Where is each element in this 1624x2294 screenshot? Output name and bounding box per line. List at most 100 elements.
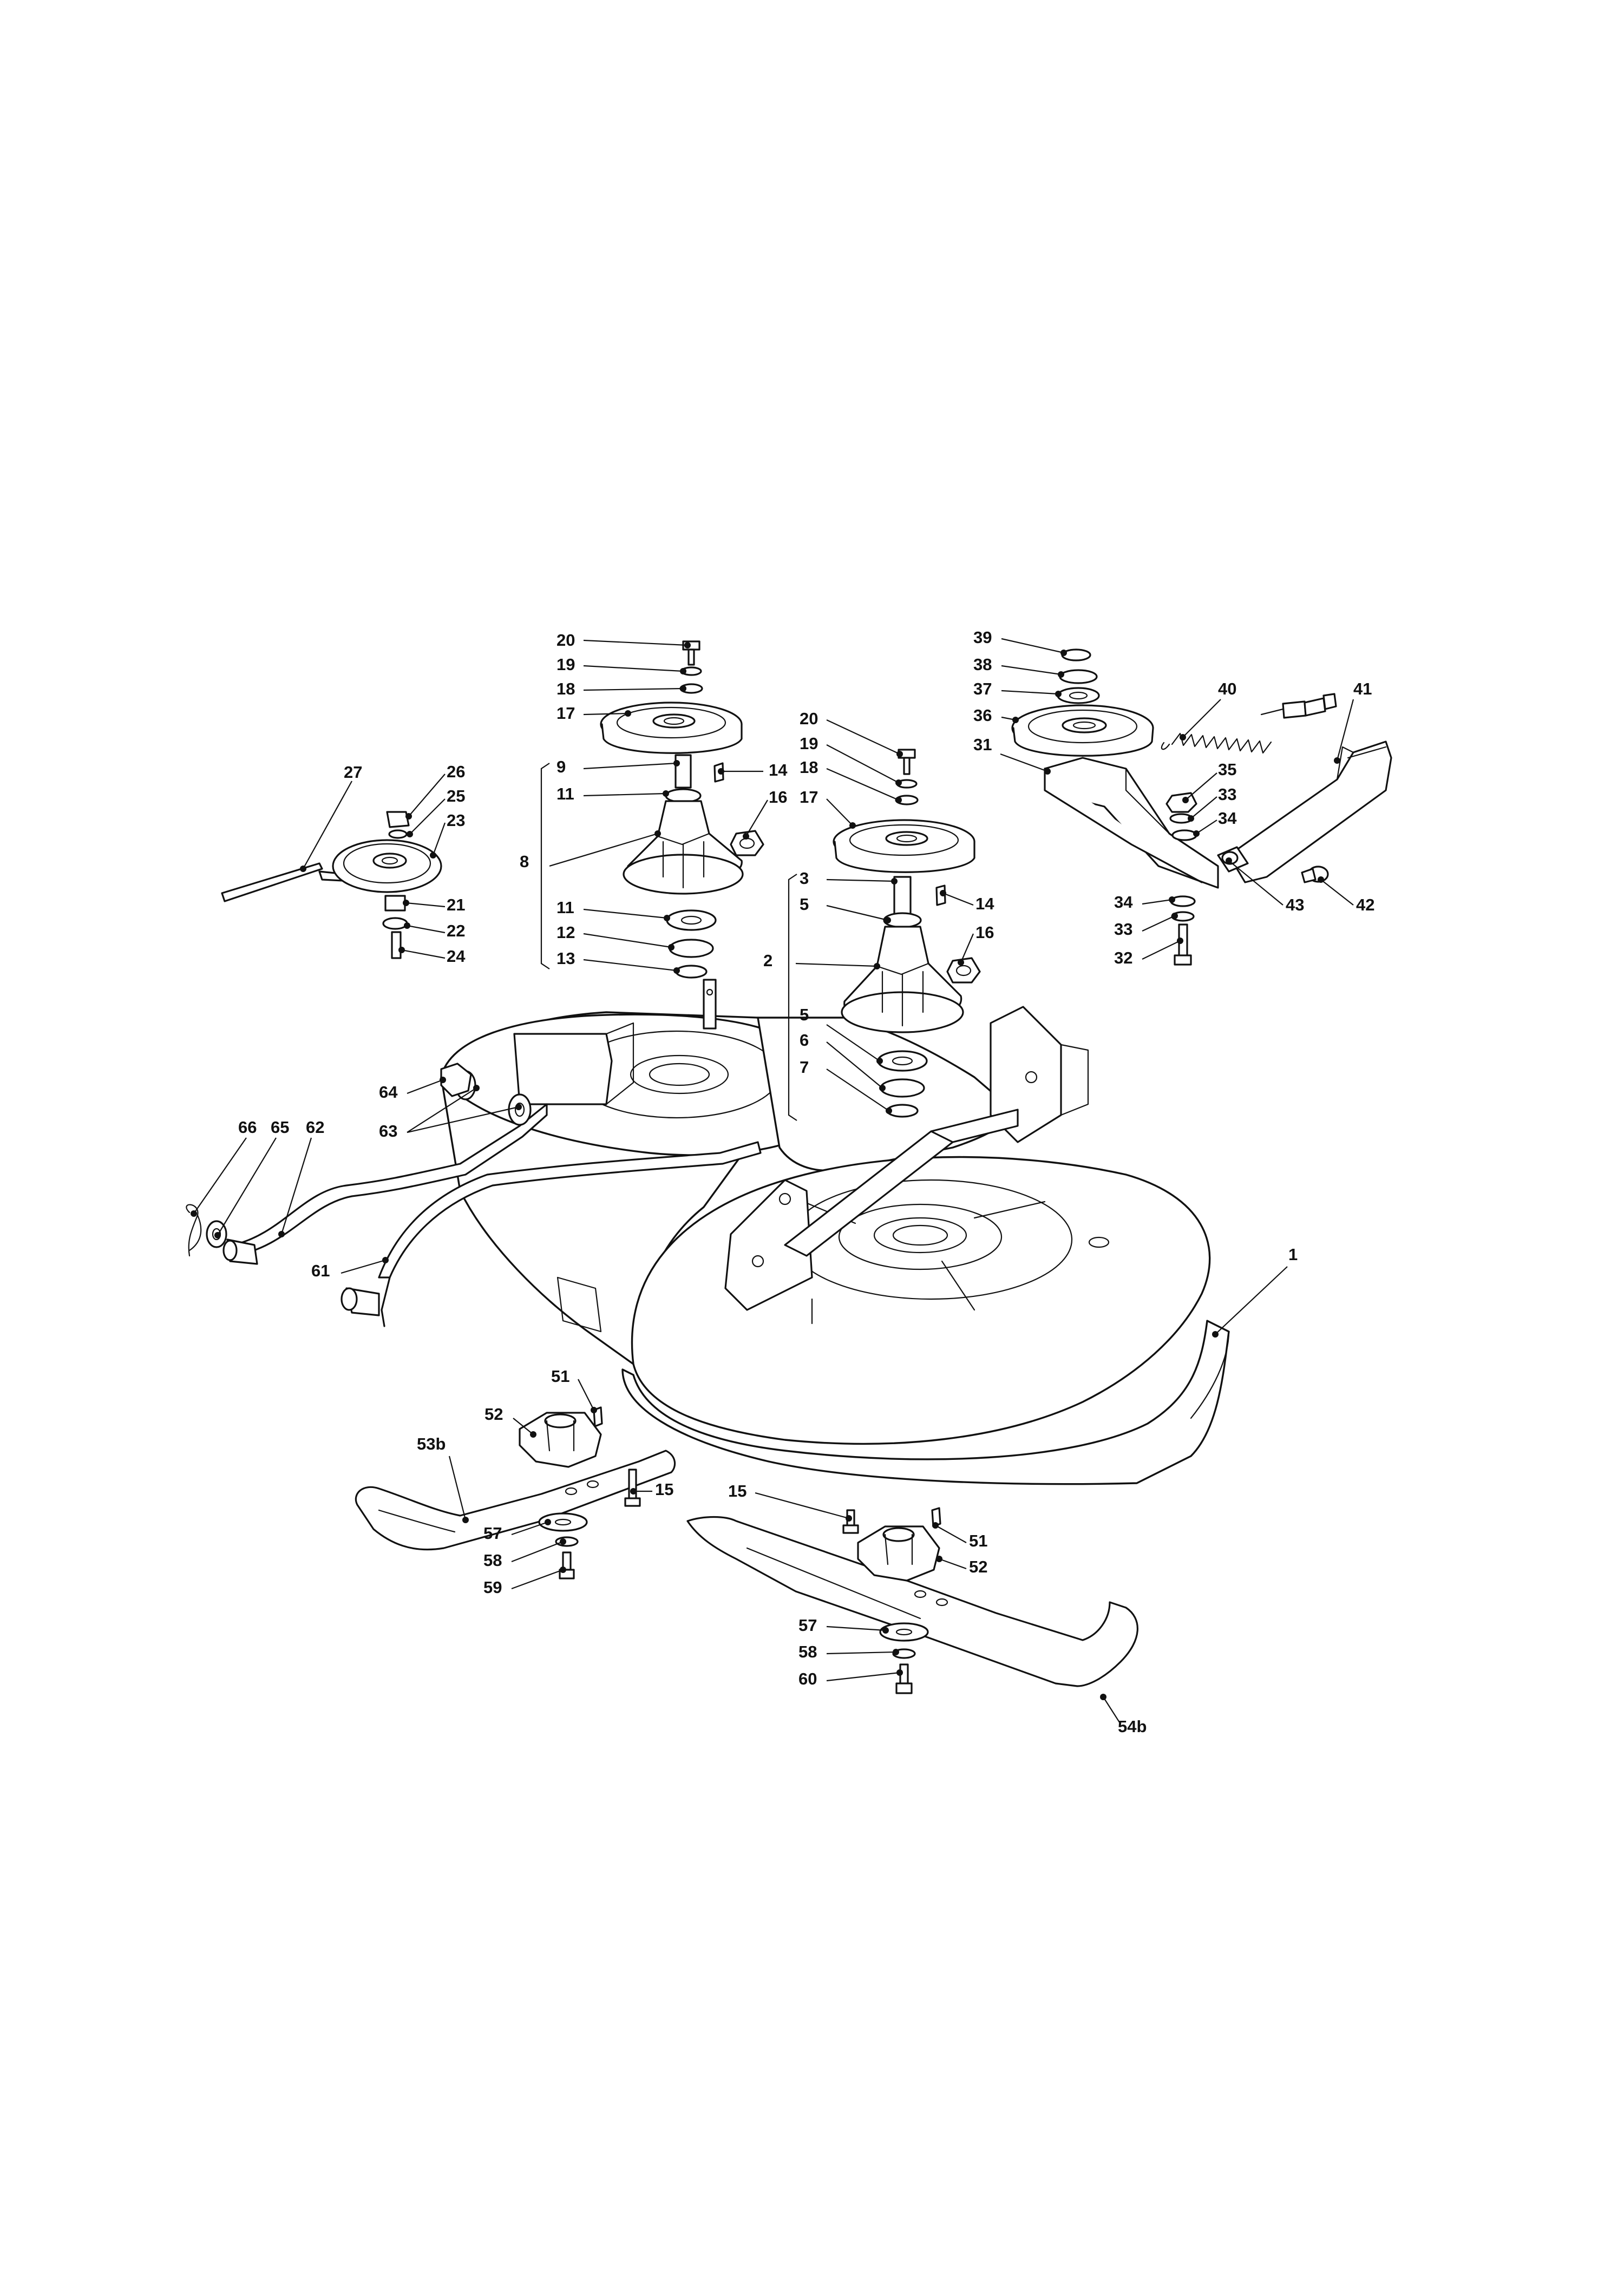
callout-leader-18 <box>826 768 899 801</box>
callout-dot-36 <box>1012 717 1019 723</box>
callout-dot-35 <box>1182 797 1189 803</box>
part-number-label: 37 <box>973 679 992 698</box>
callout-dot-11 <box>664 915 670 921</box>
callout-leader-18 <box>583 687 684 691</box>
callout-leader-31 <box>1000 753 1048 772</box>
callout-dot-5 <box>885 917 891 923</box>
part-number-label: 36 <box>973 706 992 725</box>
callout-leader-53b <box>448 1456 467 1520</box>
callout-dot-11 <box>663 790 669 797</box>
callout-leader-57 <box>826 1626 886 1631</box>
part-number-label: 54b <box>1118 1717 1147 1736</box>
callout-dot-22 <box>404 922 410 929</box>
part-number-label: 51 <box>969 1531 987 1550</box>
part-number-label: 51 <box>551 1367 569 1386</box>
callout-leader-3 <box>826 879 895 882</box>
callout-dot-14 <box>718 768 724 775</box>
part-number-label: 5 <box>800 1005 809 1024</box>
part-number-label: 2 <box>763 951 772 970</box>
group-bracket-8 <box>540 763 550 969</box>
callout-dot-62 <box>278 1231 285 1237</box>
part-number-label: 25 <box>447 786 465 805</box>
part-number-label: 8 <box>520 852 529 871</box>
callout-leader-22 <box>407 925 446 934</box>
callout-leader-8 <box>549 833 658 867</box>
callout-dot-21 <box>403 900 409 906</box>
callout-leader-66 <box>193 1137 247 1214</box>
part-number-label: 20 <box>800 709 818 728</box>
callout-leader-20 <box>583 639 688 646</box>
part-number-label: 9 <box>556 757 566 776</box>
callout-leader-52 <box>939 1558 967 1570</box>
part-number-label: 3 <box>800 869 809 888</box>
callout-dot-57 <box>882 1627 889 1634</box>
callout-dot-9 <box>673 760 680 766</box>
callout-dot-52 <box>530 1431 536 1438</box>
part-number-label: 15 <box>728 1482 746 1500</box>
part-number-label: 15 <box>655 1480 673 1499</box>
callout-dot-23 <box>430 852 436 858</box>
callout-dot-16 <box>958 959 964 966</box>
callout-dot-66 <box>191 1210 197 1217</box>
part-number-label: 42 <box>1356 895 1374 914</box>
part-number-label: 12 <box>556 923 575 942</box>
callout-leader-57 <box>511 1521 548 1536</box>
callout-leader-23 <box>432 822 446 856</box>
callout-dot-40 <box>1180 734 1186 740</box>
callout-leader-25 <box>409 798 446 835</box>
callout-leader-62 <box>280 1137 312 1235</box>
callout-dot-51 <box>932 1522 939 1529</box>
callout-dot-15 <box>630 1488 637 1495</box>
callout-dot-57 <box>545 1519 551 1525</box>
part-number-label: 33 <box>1114 920 1132 939</box>
callout-dot-63 <box>515 1104 522 1110</box>
callout-leader-14 <box>942 892 974 906</box>
part-number-label: 31 <box>973 735 992 754</box>
callout-leader-20 <box>826 719 900 755</box>
callout-leader-16 <box>960 933 974 963</box>
callout-dot-18 <box>680 685 686 692</box>
callout-leader-19 <box>583 665 684 672</box>
part-number-label: 40 <box>1218 679 1236 698</box>
callout-leader-65 <box>217 1137 277 1236</box>
part-number-label: 21 <box>447 895 465 914</box>
callout-leader-37 <box>1001 690 1059 695</box>
group-bracket-2 <box>788 874 797 1121</box>
callout-leader-5 <box>826 1024 880 1061</box>
part-number-label: 34 <box>1114 893 1133 912</box>
callout-leader-7 <box>826 1069 889 1111</box>
callout-dot-26 <box>405 813 412 820</box>
part-number-label: 65 <box>271 1118 289 1137</box>
belt-tensioner-assembly <box>1011 648 1392 966</box>
callout-dot-20 <box>896 751 903 757</box>
callout-dot-53b <box>462 1517 469 1523</box>
part-number-label: 19 <box>556 655 575 674</box>
height-adjust-rods <box>186 1063 762 1327</box>
callout-leader-61 <box>340 1259 386 1274</box>
callout-leader-51 <box>578 1379 594 1411</box>
callout-leader-9 <box>583 762 677 770</box>
callout-dot-43 <box>1226 857 1232 864</box>
callout-leader-33 <box>1142 915 1175 932</box>
callout-leader-64 <box>407 1079 443 1094</box>
callout-leader-26 <box>408 774 446 817</box>
callout-dot-64 <box>440 1077 446 1083</box>
part-number-label: 17 <box>556 704 575 723</box>
part-number-label: 39 <box>973 628 992 647</box>
callout-leader-2 <box>795 962 878 967</box>
callout-leader-43 <box>1228 860 1284 906</box>
callout-dot-17 <box>625 710 631 717</box>
part-number-label: 11 <box>556 784 574 803</box>
callout-dot-33 <box>1171 913 1178 919</box>
callout-leader-58 <box>826 1651 896 1655</box>
callout-dot-65 <box>214 1232 221 1238</box>
callout-dot-58 <box>560 1538 566 1545</box>
callout-dot-18 <box>895 797 902 803</box>
part-number-label: 58 <box>483 1551 502 1570</box>
part-number-label: 6 <box>800 1031 809 1050</box>
part-number-label: 52 <box>969 1557 987 1576</box>
callout-leader-33 <box>1190 796 1217 819</box>
mower-deck <box>440 1006 1230 1485</box>
callout-dot-34 <box>1193 830 1200 837</box>
